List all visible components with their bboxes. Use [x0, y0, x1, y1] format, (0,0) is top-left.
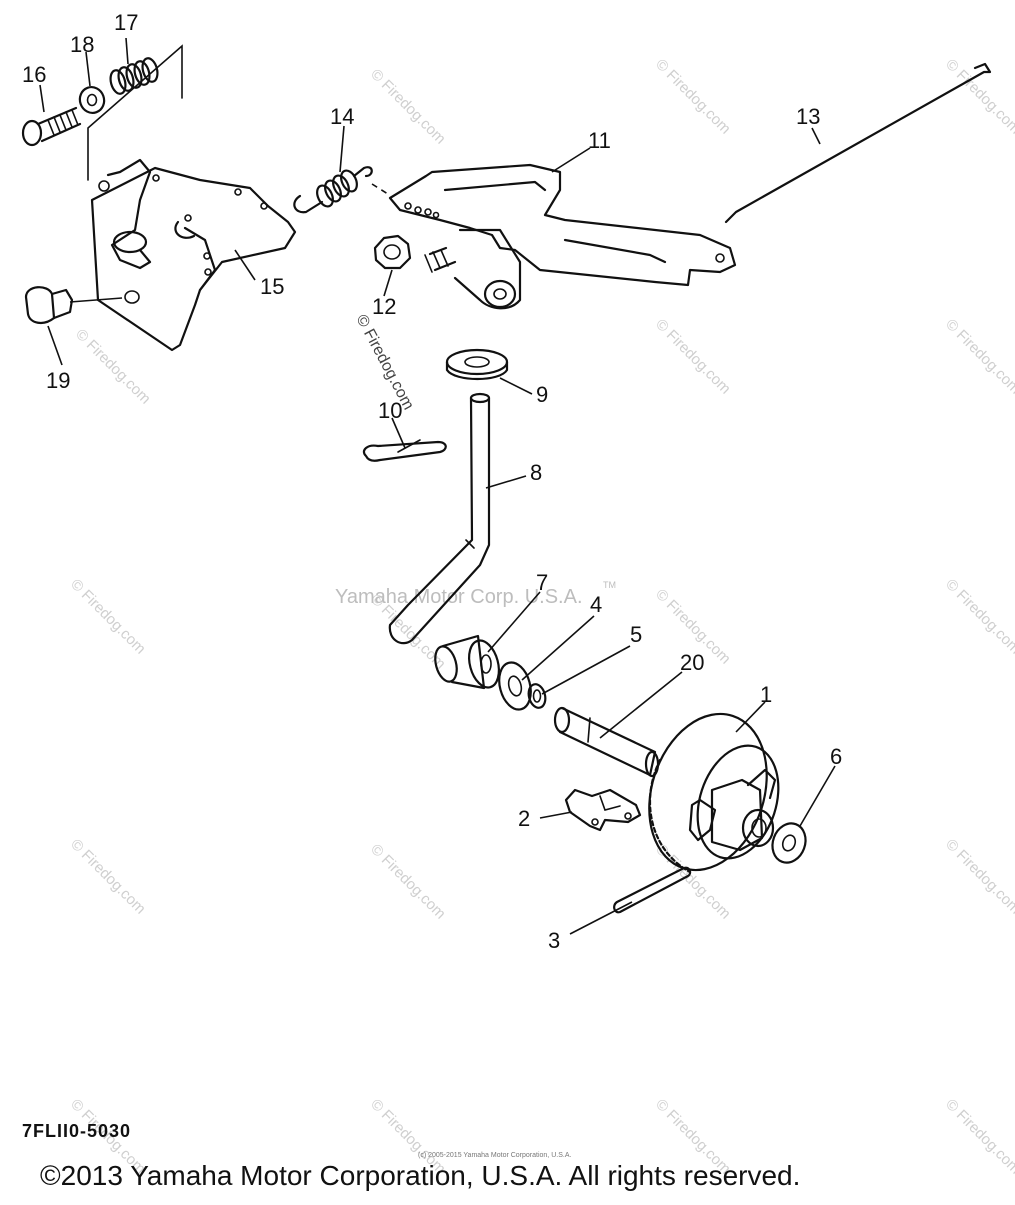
part-spring-14	[293, 166, 373, 214]
part-washer-4	[498, 661, 532, 711]
firedog-watermark: © Firedog.com	[942, 836, 1015, 918]
callout-20: 20	[680, 650, 704, 675]
callout-16: 16	[22, 62, 46, 87]
copyright-notice: ©2013 Yamaha Motor Corporation, U.S.A. A…	[40, 1160, 800, 1191]
callout-12: 12	[372, 294, 396, 319]
firedog-watermark: © Firedog.com	[942, 576, 1015, 658]
watermark-grid: © Firedog.com © Firedog.com © Firedog.co…	[67, 56, 1015, 1178]
callout-15: 15	[260, 274, 284, 299]
part-weight-2	[564, 788, 642, 832]
firedog-watermark: © Firedog.com	[942, 1096, 1015, 1178]
part-nut-12	[373, 234, 412, 270]
firedog-watermark: © Firedog.com	[67, 576, 149, 658]
part-clip-5	[527, 683, 547, 709]
callout-5: 5	[630, 622, 642, 647]
callout-14: 14	[330, 104, 354, 129]
firedog-watermark: © Firedog.com	[367, 841, 449, 923]
leader-line	[69, 297, 123, 303]
part-pin-10	[362, 439, 447, 462]
diagram-code: 7FLII0-5030	[22, 1121, 131, 1141]
leader-lines	[39, 37, 836, 935]
callout-4: 4	[590, 592, 602, 617]
part-gear-1	[648, 712, 780, 874]
firedog-watermark: © Firedog.com	[942, 316, 1015, 398]
firedog-watermark: © Firedog.com	[652, 841, 734, 923]
part-washer-9	[445, 348, 509, 380]
center-watermark: Yamaha Motor Corp. U.S.A.	[335, 586, 583, 608]
reference-line	[87, 44, 183, 181]
leader-line	[371, 183, 389, 195]
callout-11: 11	[588, 128, 611, 153]
callout-labels: 1 2 3 4 5 6 7 8 9 10 11 12 13 14 15 16 1…	[22, 10, 842, 953]
part-washer-18	[78, 86, 106, 114]
firedog-watermark: © Firedog.com	[367, 66, 449, 148]
firedog-watermark: © Firedog.com	[67, 836, 149, 918]
part-bolt-19	[24, 286, 74, 324]
callout-3: 3	[548, 928, 560, 953]
part-pin-3	[613, 866, 692, 914]
firedog-watermark: © Firedog.com	[652, 316, 734, 398]
part-shaft-20	[553, 706, 660, 778]
part-washer-6	[771, 822, 807, 864]
part-shaft-8	[388, 392, 491, 645]
part-spring-17	[109, 57, 159, 95]
callout-9: 9	[536, 382, 548, 407]
callout-6: 6	[830, 744, 842, 769]
callout-19: 19	[46, 368, 70, 393]
callout-2: 2	[518, 806, 530, 831]
callout-1: 1	[760, 682, 772, 707]
copyright-small: (c) 2005-2015 Yamaha Motor Corporation, …	[418, 1152, 571, 1159]
firedog-watermark: © Firedog.com	[652, 56, 734, 138]
callout-7: 7	[536, 570, 548, 595]
trademark-mark: TM	[603, 580, 616, 590]
callout-18: 18	[70, 32, 94, 57]
callout-8: 8	[530, 460, 542, 485]
part-bolt-16	[21, 106, 82, 147]
firedog-watermark: © Firedog.com	[942, 56, 1015, 138]
part-lever-11	[388, 163, 737, 310]
firedog-watermark: © Firedog.com	[72, 326, 154, 408]
part-rod-13	[724, 62, 992, 224]
part-bracket-15	[90, 158, 297, 352]
callout-10: 10	[378, 398, 402, 423]
callout-17: 17	[114, 10, 138, 35]
callout-13: 13	[796, 104, 820, 129]
part-bushing-7	[434, 634, 500, 690]
